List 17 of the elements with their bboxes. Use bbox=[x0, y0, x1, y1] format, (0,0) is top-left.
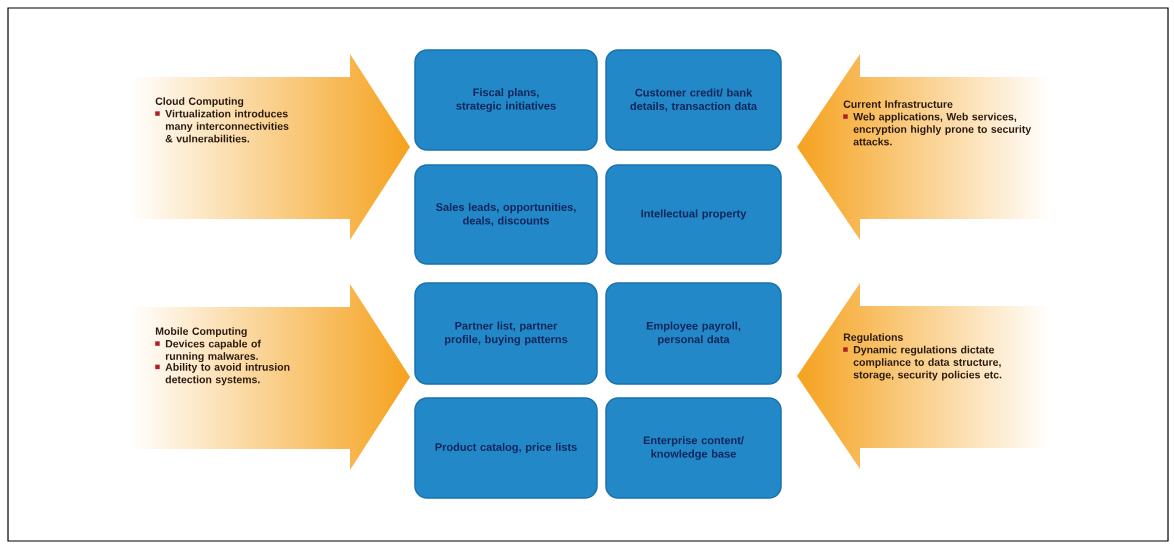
data-box: Product catalog, price lists bbox=[414, 397, 598, 499]
heading: Regulations bbox=[843, 333, 903, 344]
heading: Mobile Computing bbox=[155, 327, 247, 338]
data-box: Partner list, partner profile, buying patterns bbox=[414, 282, 598, 385]
data-box: Customer credit/ bank details, transaction data bbox=[605, 49, 782, 151]
heading: Cloud Computing bbox=[155, 97, 244, 108]
bullet-item: Dynamic regulations dictate compliance to data structure, storage, security policies etc. bbox=[843, 345, 1002, 381]
heading: Current Infrastructure bbox=[843, 100, 953, 108]
data-box: Employee payroll, personal data bbox=[605, 282, 782, 385]
bullet-item: Web applications, Web services, encryption highly prone to security attacks. bbox=[843, 112, 1032, 146]
data-box: Intellectual property bbox=[605, 164, 782, 265]
bullet-item: Devices capable of running malwares. bbox=[155, 339, 261, 363]
data-box: Enterprise content/ knowledge base bbox=[605, 397, 782, 499]
bullet-item: Virtualization introduces many interconnectivities & vulnerabilities. bbox=[155, 109, 289, 143]
data-box: Fiscal plans, strategic initiatives bbox=[414, 49, 598, 151]
data-box: Sales leads, opportunities, deals, discounts bbox=[414, 164, 598, 265]
bullet-item: Ability to avoid intrusion detection systems. bbox=[155, 363, 290, 386]
